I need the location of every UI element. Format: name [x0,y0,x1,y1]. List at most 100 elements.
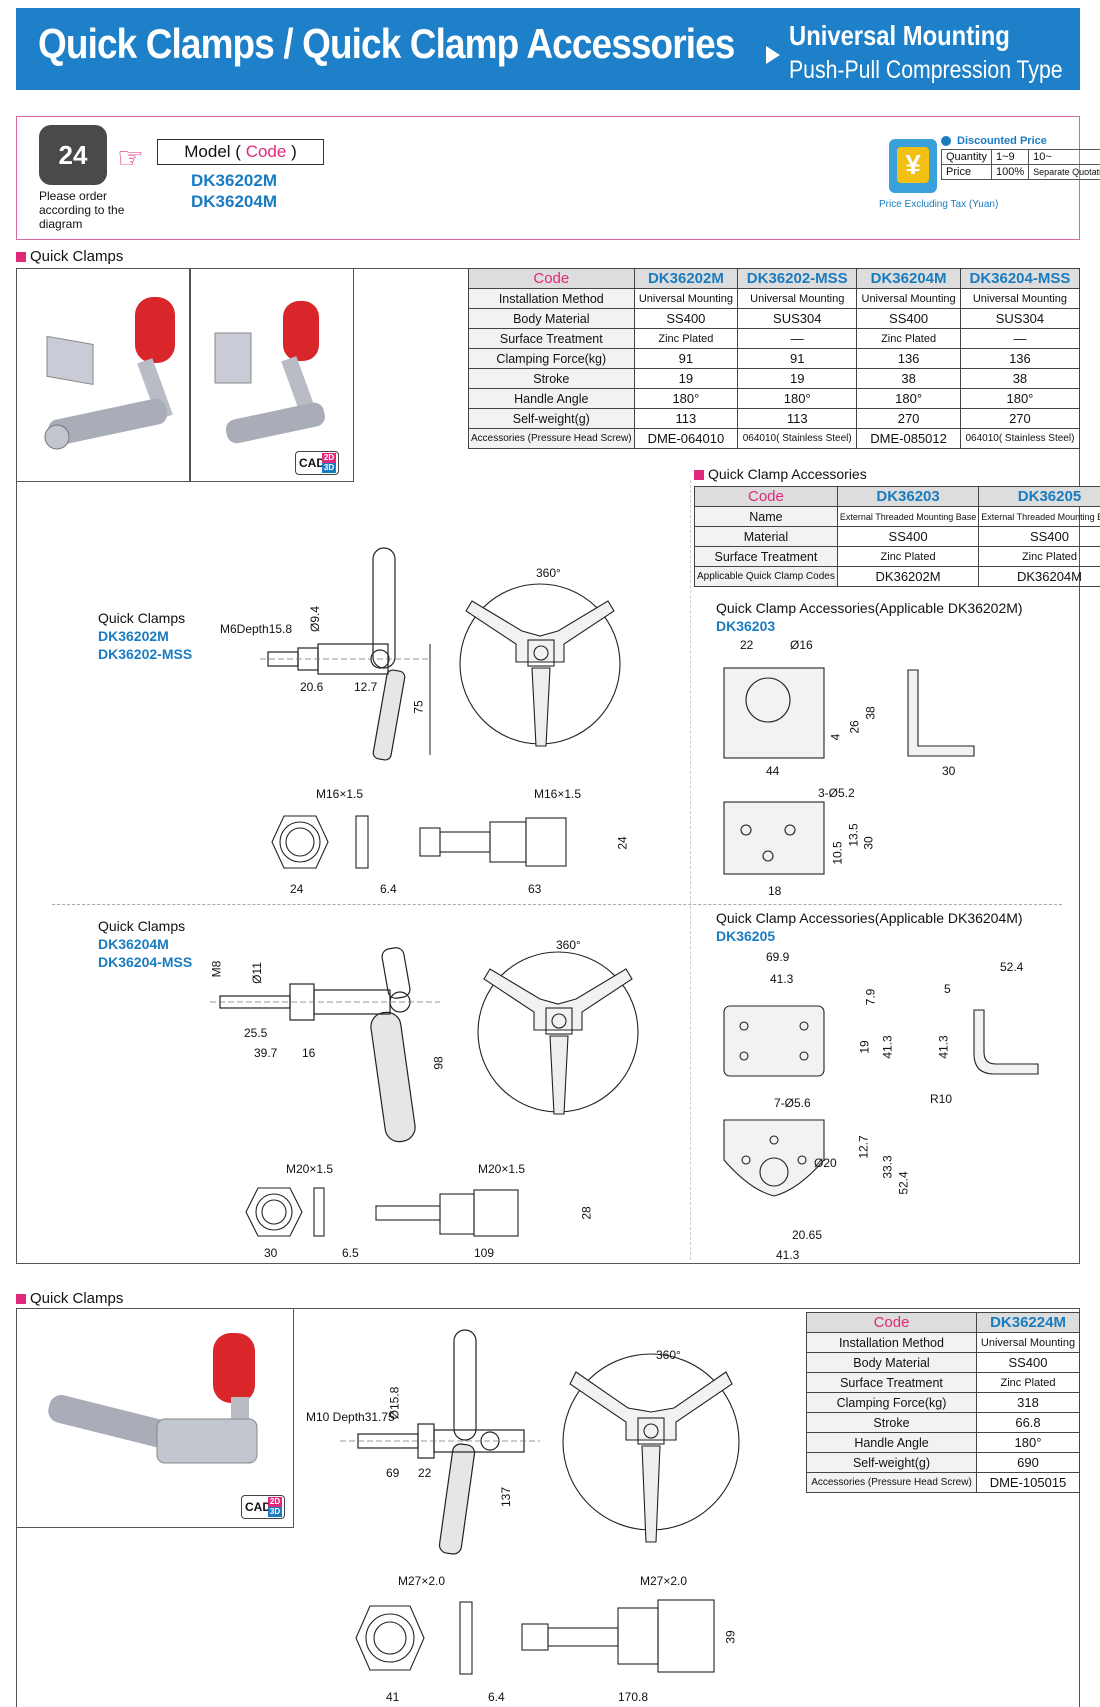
dim2-d3: 16 [302,1046,316,1060]
drawing1-rotation-view [459,583,621,747]
quick-clamps-spec-table: Code DK36202M DK36202-MSS DK36204M DK362… [468,268,1081,449]
acc2-dim-g: 52.4 [1000,960,1024,974]
clamp-photo-illustration [44,297,175,450]
acc2-drawing [723,1005,1039,1197]
acc1-dim-k: 30 [861,836,876,850]
table-row: Self-weight(g)690 [806,1452,1080,1473]
dim2-d2: 39.7 [254,1046,278,1060]
acc2-dim-h: 5 [944,982,951,996]
dim3-body-thread: M27×2.0 [640,1574,688,1588]
acc2-dim-a: 69.9 [766,950,790,964]
dim3-nut-t: 6.4 [488,1690,505,1704]
dim2-dia: Ø11 [249,962,264,984]
acc1-dim-f: 38 [863,706,878,720]
model-code-label: Model ( Code ) [157,139,324,165]
section2-rotation-view [562,1353,740,1543]
product-photo-1 [16,268,190,482]
price-note: Price Excluding Tax (Yuan) [879,199,999,210]
dim-nut-t: 6.4 [380,882,397,896]
acc1-code: DK36203 [716,618,776,634]
drawing2-rotation-view [477,951,639,1115]
acc2-dim-m: 33.3 [880,1155,895,1179]
dim3-d2: 22 [418,1466,432,1480]
dim3-thread: M10 Depth31.75 [306,1410,395,1424]
dim-body-l: 63 [528,882,542,896]
acc2-dim-i: 41.3 [936,1035,951,1059]
dim2-body-h: 28 [579,1206,594,1220]
dim2-h: 98 [431,1056,446,1070]
acc2-dim-f: 7-Ø5.6 [774,1096,811,1110]
table-row: Accessories (Pressure Head Screw)DME-105… [806,1472,1080,1493]
acc2-dim-b: 41.3 [770,972,794,986]
drawing2-side-view [210,947,440,1143]
dim-d2: 12.7 [354,680,378,694]
dim-h: 75 [411,700,426,714]
dim2-body-thread: M20×1.5 [478,1162,526,1176]
dim2-thread: M8 [209,960,224,978]
drawing2-code-1: DK36204M [98,936,169,952]
dim3-dia: Ø15.8 [387,1386,402,1420]
acc2-dim-j: R10 [930,1092,953,1106]
acc1-label: Quick Clamp Accessories(Applicable DK362… [716,600,1023,616]
acc1-dim-j: 13.5 [846,823,861,847]
section-heading-accessories: Quick Clamp Accessories [694,466,867,482]
section2-nut-body-view [355,1599,715,1675]
acc2-dim-o: 20.65 [792,1228,823,1242]
order-hint: Please order according to the diagram [39,189,125,231]
acc2-dim-l: Ø20 [814,1156,837,1170]
dim2-d1: 25.5 [244,1026,268,1040]
dim-body-thread: M16×1.5 [534,787,582,801]
page-title: Quick Clamps / Quick Clamp Accessories [38,20,735,67]
dim-dia: Ø9.4 [308,605,323,633]
acc1-dim-i: 10.5 [830,841,845,865]
dim-angle: 360° [536,566,561,580]
dim3-d1: 69 [386,1466,400,1480]
acc1-dim-b: Ø16 [790,638,813,652]
acc1-dim-c: 44 [766,764,780,778]
order-info-box: 24 Please order according to the diagram… [16,116,1100,240]
pointing-hand-icon: ☞ [117,142,144,175]
table-row: Accessories (Pressure Head Screw)DME-064… [468,428,1081,449]
page-subtitle-mounting: Universal Mounting [789,20,1010,51]
dim-nut-thread: M16×1.5 [316,787,364,801]
acc1-dim-g: 30 [942,764,956,778]
info-dot-icon [941,136,951,147]
dim3-nut-thread: M27×2.0 [398,1574,446,1588]
drawing2-nut-body-view [245,1187,519,1237]
acc2-dim-n: 52.4 [896,1171,911,1195]
drawing1-side-view [260,547,431,761]
model-code-1[interactable]: DK36202M [191,171,277,190]
drawing2-code-2: DK36204-MSS [98,954,193,970]
dim3-h: 137 [499,1486,514,1508]
acc1-dim-d: 4 [828,733,843,741]
dim2-nut-w: 30 [264,1246,278,1260]
acc1-dim-l: 18 [768,884,782,898]
acc2-label: Quick Clamp Accessories(Applicable DK362… [716,910,1023,926]
clamp-photo-illustration [48,1333,258,1464]
dim3-angle: 360° [656,1348,681,1362]
model-code-2[interactable]: DK36204M [191,192,277,211]
page-header: Quick Clamps / Quick Clamp Accessories U… [16,8,1080,90]
acc2-dim-c: 7.9 [863,988,878,1006]
dim-d1: 20.6 [300,680,324,694]
drawing1-code-1: DK36202M [98,628,169,644]
dim-nut-w: 24 [290,882,304,896]
